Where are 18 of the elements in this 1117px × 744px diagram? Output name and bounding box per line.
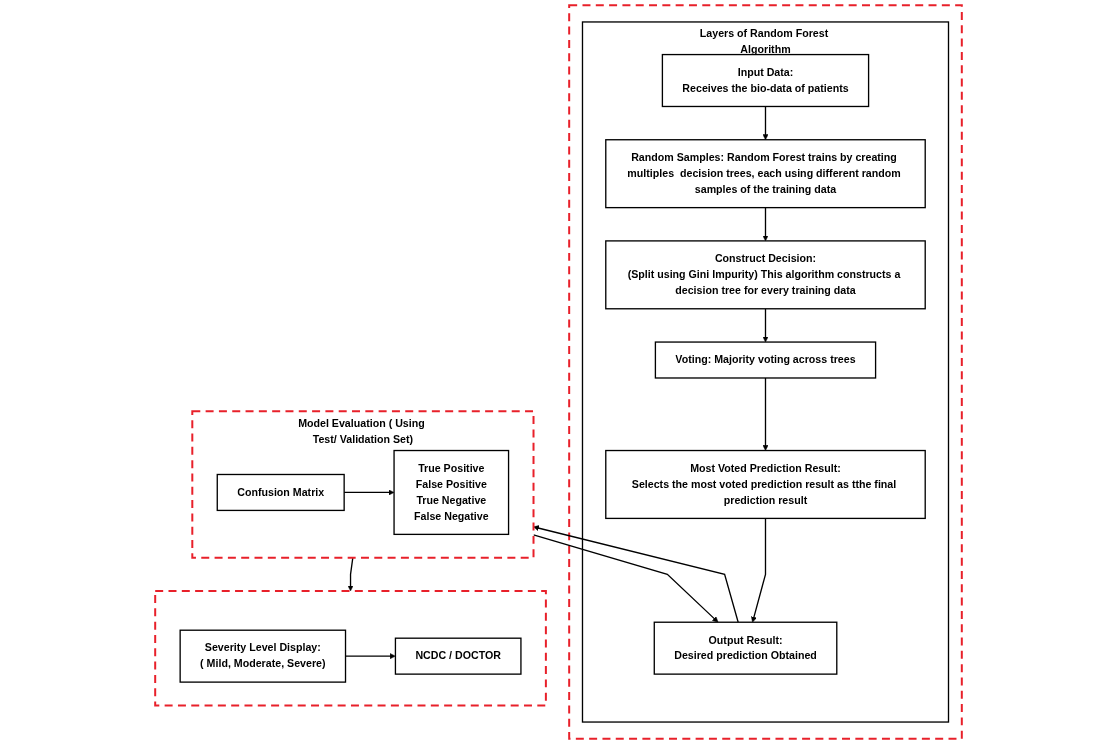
arrow	[347, 557, 354, 592]
node-box: Voting: Majority voting across trees	[654, 341, 877, 379]
arrow	[762, 206, 769, 242]
arrow	[762, 377, 769, 451]
node-box: True Positive False Positive True Negative False Negative	[393, 449, 510, 536]
arrow	[533, 525, 739, 623]
node-box: NCDC / DOCTOR	[394, 637, 522, 675]
arrow	[762, 308, 769, 343]
node-box: Most Voted Prediction Result: Selects the most voted prediction result as tthe final prediction result	[605, 449, 926, 520]
node-box: Construct Decision: (Split using Gini Impurity) This algorithm constructs a decision tree for every training data	[605, 240, 926, 310]
node-box: Severity Level Display: ( Mild, Moderate, Severe)	[179, 629, 347, 683]
node-box: Confusion Matrix	[216, 473, 345, 512]
cluster	[154, 589, 547, 707]
arrow	[762, 105, 769, 140]
arrow	[751, 517, 767, 623]
node-box: Random Samples: Random Forest trains by creating multiples decision trees, each using different random samples of the training data	[605, 139, 926, 209]
node-box: Output Result: Desired prediction Obtained	[653, 621, 838, 675]
node-box: Input Data: Receives the bio-data of patients	[661, 53, 870, 108]
